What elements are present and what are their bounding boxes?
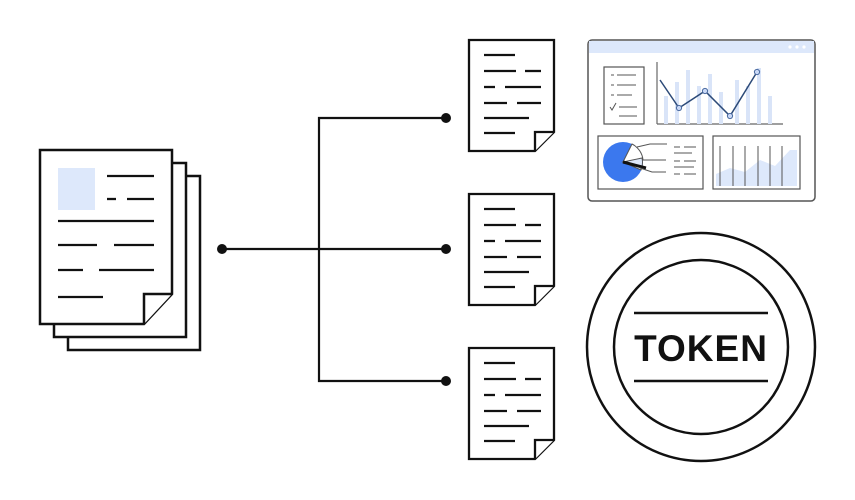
- document-stack-icon: [38, 148, 202, 352]
- dashboard-icon: [587, 39, 816, 202]
- chart-bar: [757, 68, 761, 124]
- chart-point: [675, 104, 683, 112]
- document-icon: [467, 192, 556, 307]
- document-icon: [467, 346, 556, 461]
- connector-dot-middle: [441, 244, 451, 254]
- chart-bar: [768, 96, 772, 124]
- chart-bar: [735, 80, 739, 124]
- connector-lines: [222, 116, 446, 383]
- chart-bar: [675, 82, 679, 124]
- window-control-dots: [788, 45, 806, 49]
- chart-bar: [708, 74, 712, 124]
- chart-point: [701, 87, 709, 95]
- token-coin-icon: [585, 231, 817, 463]
- chart-bar: [746, 86, 750, 124]
- chart-bar: [697, 86, 701, 124]
- connector-dot-source: [217, 244, 227, 254]
- chart-point: [726, 112, 734, 120]
- chart-bar: [686, 70, 690, 124]
- pie-chart-panel: [597, 135, 704, 190]
- connector-dot-top: [441, 113, 451, 123]
- chart-point: [753, 68, 761, 76]
- area-chart-panel: [712, 135, 801, 190]
- token-label: TOKEN: [634, 328, 768, 369]
- chart-bar: [664, 96, 668, 124]
- connector-dot-bottom: [441, 376, 451, 386]
- document-icon: [467, 38, 556, 153]
- checklist-panel: [603, 66, 645, 125]
- bar-line-chart-panel: [656, 62, 783, 125]
- area-fill: [716, 150, 797, 186]
